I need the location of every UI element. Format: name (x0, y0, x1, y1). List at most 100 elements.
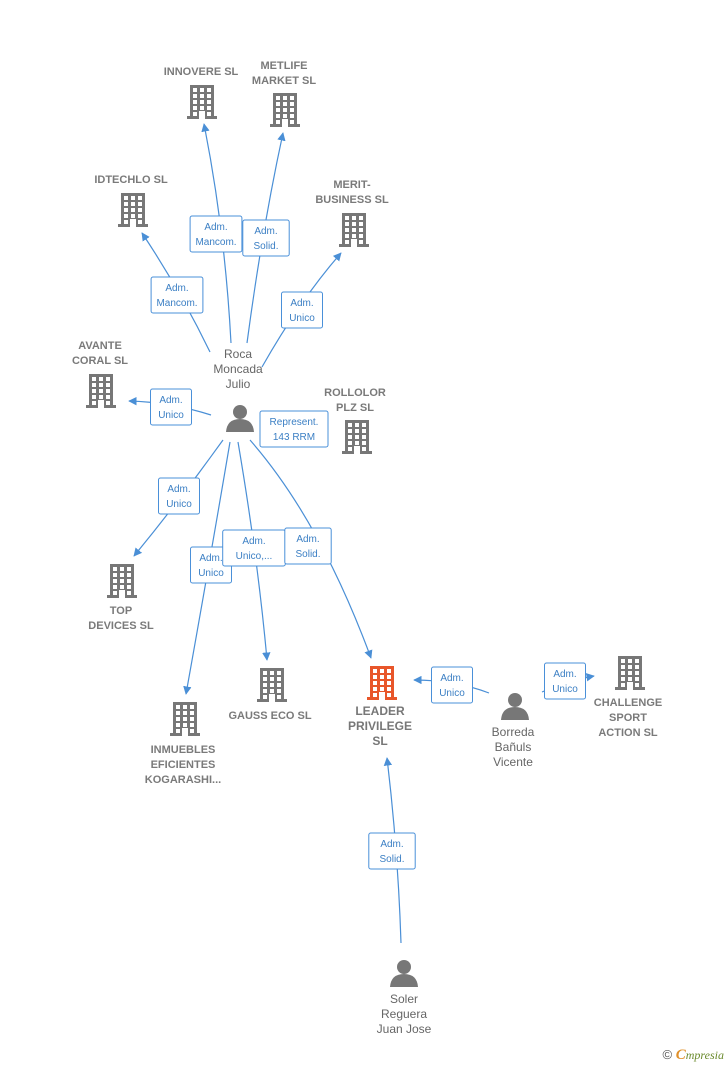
edge-label-text: Represent. (270, 417, 319, 428)
edge-label-roca-innovere[interactable]: Adm.Mancom. (189, 215, 243, 253)
node-label: Borreda (492, 725, 535, 739)
node-label: Julio (226, 377, 251, 391)
edge-label-text: Adm. (290, 298, 313, 309)
edge-label-text: Unico (439, 688, 465, 699)
node-label: SL (372, 734, 387, 748)
building-icon (118, 193, 148, 227)
building-icon (615, 656, 645, 690)
node-label: Vicente (493, 755, 533, 769)
edge-label-roca-idtechlo[interactable]: Adm. Mancom. (150, 276, 204, 314)
building-icon (170, 702, 200, 736)
edge-label-box (368, 832, 416, 870)
node-label: CHALLENGE (594, 697, 662, 709)
edge-label-text: Adm. (159, 395, 182, 406)
edge-label-borreda-challenge[interactable]: Adm. Unico (544, 662, 586, 700)
edge-label-text: Unico (198, 568, 224, 579)
node-top[interactable]: TOP DEVICES SL (88, 564, 154, 632)
node-label: LEADER (355, 704, 405, 718)
building-icon (367, 666, 397, 700)
edge-label-roca-merit[interactable]: Adm.Unico (281, 291, 323, 329)
node-label: GAUSS ECO SL (228, 710, 311, 722)
node-label: Juan Jose (377, 1022, 432, 1036)
edge-label-text: Adm. (165, 283, 188, 294)
edge-label-soler-leader[interactable]: Adm. Solid. (368, 832, 416, 870)
edge-label-roca-inmuebles[interactable]: Adm. Unico (190, 546, 232, 584)
edge-label-text: Solid. (253, 241, 278, 252)
edge-label-roca-rollolor[interactable]: Represent. 143 RRM (259, 410, 329, 448)
edge-label-text: 143 RRM (273, 432, 315, 443)
edge-label-text: Mancom. (156, 298, 197, 309)
edge-label-box (431, 666, 473, 704)
node-label: PLZ SL (336, 402, 374, 414)
building-icon (187, 85, 217, 119)
node-label: Soler (390, 992, 418, 1006)
node-label: AVANTE (78, 340, 122, 352)
edge-label-text: Adm. (380, 839, 403, 850)
node-label: TOP (110, 605, 132, 617)
edge-label-text: Adm. (553, 669, 576, 680)
node-inmuebles[interactable]: INMUEBLESEFICIENTESKOGARASHI... (145, 702, 221, 786)
node-label: Reguera (381, 1007, 427, 1021)
edge-label-text: Unico (166, 499, 192, 510)
edge-label-text: Adm. (296, 534, 319, 545)
edge-label-box (150, 276, 204, 314)
node-label: SPORT (609, 712, 647, 724)
node-label: BUSINESS SL (315, 194, 389, 206)
building-icon (342, 420, 372, 454)
node-avante[interactable]: AVANTE CORAL SL (72, 340, 128, 408)
edge-label-text: Adm. (242, 536, 265, 547)
edge-label-roca-top[interactable]: Adm. Unico (158, 477, 200, 515)
edge-label-box (150, 388, 192, 426)
person-icon (390, 960, 418, 987)
edge-label-text: Solid. (379, 854, 404, 865)
edge-labels-layer: Adm.Mancom.Adm.Solid.Adm.Mancom.Adm.Unic… (150, 215, 586, 870)
node-label: ROLLOLOR (324, 387, 386, 399)
edge-label-roca-gauss[interactable]: Adm.Unico,... (222, 529, 286, 567)
edge-label-roca-avante[interactable]: Adm. Unico (150, 388, 192, 426)
node-label: DEVICES SL (88, 620, 154, 632)
node-gauss[interactable]: GAUSS ECO SL (228, 668, 312, 722)
node-label: Roca (224, 347, 252, 361)
edge-label-box (242, 219, 290, 257)
node-label: CORAL SL (72, 355, 128, 367)
building-icon (257, 668, 287, 702)
person-icon (226, 405, 254, 432)
node-label: METLIFE (260, 60, 307, 72)
edge-label-box (189, 215, 243, 253)
node-label: Bañuls (495, 740, 532, 754)
edge-label-text: Unico (552, 684, 578, 695)
edge-label-borreda-leader[interactable]: Adm.Unico (431, 666, 473, 704)
footer-brand[interactable]: © Cmpresia (663, 1047, 724, 1064)
edge-label-text: Adm. (199, 553, 222, 564)
node-label: INNOVERE SL (164, 66, 239, 78)
copyright-icon: © (662, 1047, 673, 1062)
edge-label-roca-leader[interactable]: Adm. Solid. (284, 527, 332, 565)
edge-label-box (259, 410, 329, 448)
node-innovere[interactable]: INNOVERE SL (164, 66, 239, 119)
node-merit[interactable]: MERIT- BUSINESS SL (315, 179, 389, 247)
building-icon (107, 564, 137, 598)
edge-label-text: Adm. (167, 484, 190, 495)
building-icon (86, 374, 116, 408)
building-icon (270, 93, 300, 127)
edge-label-box (284, 527, 332, 565)
brand-logo: Cmpresia (675, 1047, 724, 1063)
edge-label-text: Unico (158, 410, 184, 421)
edge-label-box (544, 662, 586, 700)
edge-label-text: Solid. (295, 549, 320, 560)
edge-label-roca-metlife[interactable]: Adm.Solid. (242, 219, 290, 257)
building-icon (339, 213, 369, 247)
node-label: MERIT- (333, 179, 371, 191)
node-rollolor[interactable]: ROLLOLOR PLZ SL (324, 387, 386, 454)
node-label: PRIVILEGE (348, 719, 412, 733)
edge-label-box (281, 291, 323, 329)
node-idtechlo[interactable]: IDTECHLO SL (94, 174, 168, 227)
